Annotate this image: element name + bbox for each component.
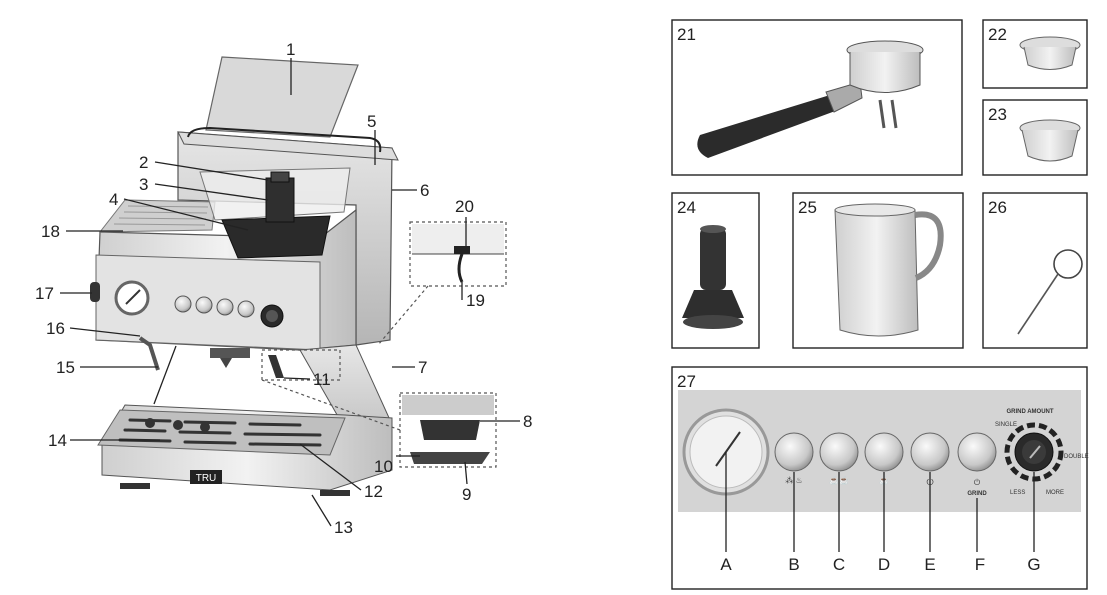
tamper-illustration <box>682 225 744 329</box>
letter-B: B <box>788 555 799 574</box>
cleaning-pin-illustration <box>1017 249 1083 335</box>
double-label: DOUBLE <box>1064 454 1089 460</box>
callout-8: 8 <box>523 412 532 431</box>
box-cleaning-pin <box>982 192 1088 349</box>
tray-detail <box>402 395 494 464</box>
letter-D: D <box>878 555 890 574</box>
grind-amount-label: GRIND AMOUNT <box>1006 409 1053 415</box>
callout-17: 17 <box>35 284 54 303</box>
letter-A: A <box>720 555 732 574</box>
callout-9: 9 <box>462 485 471 504</box>
callout-14: 14 <box>48 431 67 450</box>
single-label: SINGLE <box>995 422 1017 428</box>
letter-E: E <box>924 555 935 574</box>
callout-26: 26 <box>988 198 1007 217</box>
portafilter-illustration <box>697 40 924 158</box>
espresso-machine-illustration <box>90 56 399 496</box>
callout-19: 19 <box>466 291 485 310</box>
callout-27: 27 <box>677 372 696 391</box>
callout-23: 23 <box>988 105 1007 124</box>
callout-1: 1 <box>286 40 295 59</box>
milk-jug-illustration <box>834 203 944 337</box>
callout-20: 20 <box>455 197 474 216</box>
cable-detail-frame <box>409 221 507 287</box>
single-filter-basket <box>1019 36 1081 70</box>
callout-5: 5 <box>367 112 376 131</box>
callout-18: 18 <box>41 222 60 241</box>
callout-7: 7 <box>418 358 427 377</box>
callout-2: 2 <box>139 153 148 172</box>
callout-21: 21 <box>677 25 696 44</box>
machine-callouts: 1 2 3 4 5 6 7 8 9 10 11 12 13 14 15 16 1… <box>35 40 532 537</box>
panel-leader-lines <box>725 452 1035 552</box>
callout-3: 3 <box>139 175 148 194</box>
cable-detail <box>412 224 504 283</box>
letter-G: G <box>1027 555 1040 574</box>
callout-22: 22 <box>988 25 1007 44</box>
letter-F: F <box>975 555 985 574</box>
callout-11: 11 <box>313 370 331 389</box>
grind-label: GRIND <box>967 491 987 497</box>
callout-24: 24 <box>677 198 696 217</box>
callout-4: 4 <box>109 190 118 209</box>
callout-16: 16 <box>46 319 65 338</box>
panel-letters: A B C D E F G <box>720 555 1040 574</box>
leader-lines <box>60 58 520 527</box>
brand-logo: TRU <box>196 473 217 484</box>
less-label: LESS <box>1010 490 1025 496</box>
callout-10: 10 <box>374 457 393 476</box>
callout-15: 15 <box>56 358 75 377</box>
callout-13: 13 <box>334 518 353 537</box>
callout-25: 25 <box>798 198 817 217</box>
letter-C: C <box>833 555 845 574</box>
callout-12: 12 <box>364 482 383 501</box>
more-label: MORE <box>1046 490 1064 496</box>
callout-6: 6 <box>420 181 429 200</box>
svg-text:⏻: ⏻ <box>974 478 981 487</box>
double-filter-basket <box>1019 119 1081 162</box>
